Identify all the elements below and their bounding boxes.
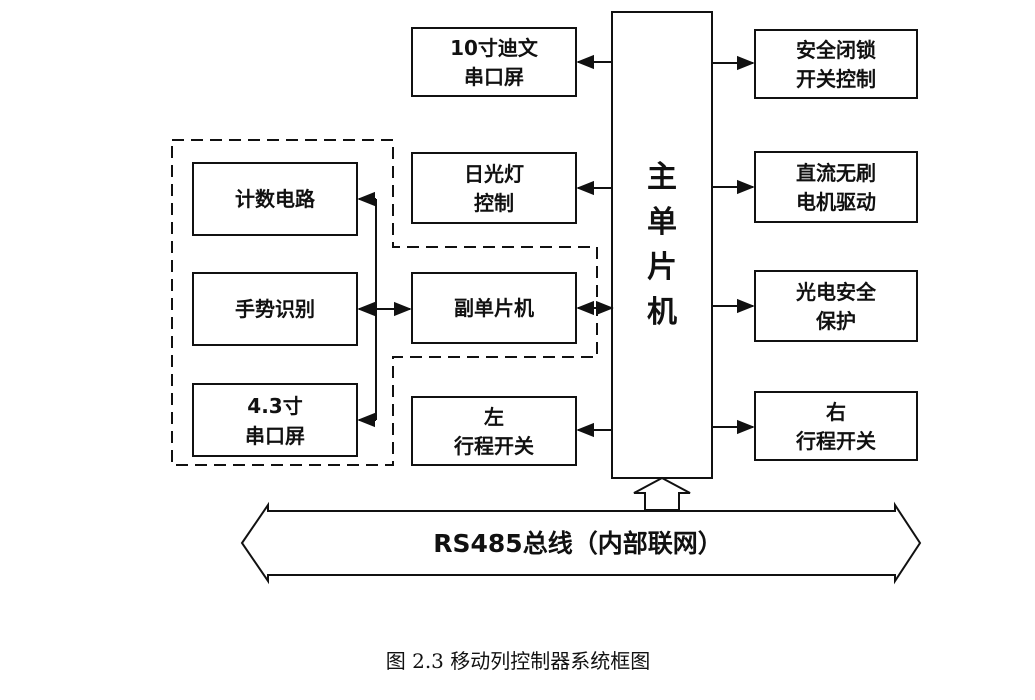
counter-circuit-label: 计数电路 (235, 187, 316, 211)
screen-4-3inch-block: 4.3寸 串口屏 (192, 383, 358, 457)
fluorescent-light-line2: 控制 (474, 191, 514, 215)
left-connectors (576, 54, 614, 438)
screen-4-3inch-line1: 4.3寸 (247, 394, 302, 418)
figure-caption: 图 2.3 移动列控制器系统框图 (386, 649, 651, 673)
bldc-motor-line2: 电机驱动 (796, 190, 876, 214)
right-connectors (712, 55, 755, 435)
screen-10inch-line1: 10寸迪文 (450, 36, 539, 60)
main-mcu-char-1: 主 (647, 160, 677, 195)
rs485-bus-arrow (240, 501, 922, 585)
bldc-motor-driver-block: 直流无刷 电机驱动 (754, 151, 918, 223)
rs485-bus-label: RS485总线（内部联网） (433, 529, 722, 558)
bus-to-mcu-arrow (633, 476, 691, 511)
main-mcu-char-2: 单 (647, 205, 677, 240)
left-limit-switch-line1: 左 (484, 405, 504, 429)
sub-mcu-group-outline (171, 139, 598, 466)
main-mcu-char-3: 片 (647, 250, 677, 285)
gesture-recognition-label: 手势识别 (235, 297, 315, 321)
counter-circuit-block: 计数电路 (192, 162, 358, 236)
right-limit-switch-line1: 右 (826, 400, 846, 424)
photoelectric-line2: 保护 (815, 309, 856, 333)
screen-4-3inch-line2: 串口屏 (245, 424, 305, 448)
photoelectric-line1: 光电安全 (795, 280, 877, 304)
right-limit-switch-block: 右 行程开关 (754, 391, 918, 461)
bldc-motor-line1: 直流无刷 (796, 161, 876, 185)
fluorescent-light-line1: 日光灯 (464, 162, 524, 186)
screen-10inch-line2: 串口屏 (464, 65, 524, 89)
main-mcu-block: 主 单 片 机 (611, 11, 713, 479)
safety-lock-line1: 安全闭锁 (796, 38, 876, 62)
fluorescent-light-block: 日光灯 控制 (411, 152, 577, 224)
sub-connectors (357, 191, 412, 428)
gesture-recognition-block: 手势识别 (192, 272, 358, 346)
sub-mcu-block: 副单片机 (411, 272, 577, 344)
photoelectric-protection-block: 光电安全 保护 (754, 270, 918, 342)
right-limit-switch-line2: 行程开关 (795, 429, 876, 453)
screen-10inch-block: 10寸迪文 串口屏 (411, 27, 577, 97)
safety-lock-block: 安全闭锁 开关控制 (754, 29, 918, 99)
left-limit-switch-line2: 行程开关 (453, 434, 534, 458)
sub-mcu-label: 副单片机 (454, 296, 534, 320)
main-mcu-char-4: 机 (647, 295, 677, 330)
safety-lock-line2: 开关控制 (796, 67, 876, 91)
left-limit-switch-block: 左 行程开关 (411, 396, 577, 466)
